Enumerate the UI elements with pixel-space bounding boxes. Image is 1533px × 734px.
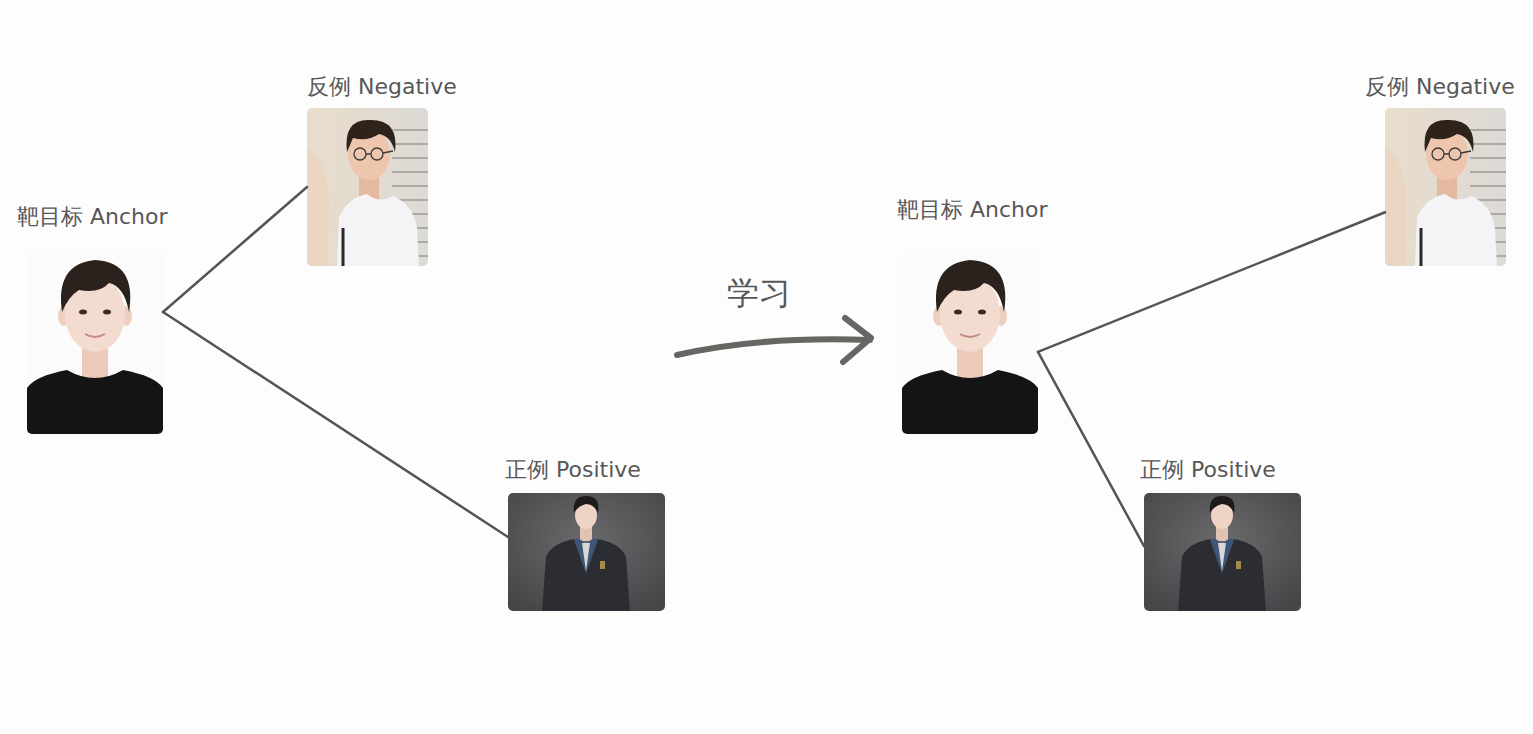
- node-heading: 反例 Negative: [307, 74, 457, 100]
- connector-line: [163, 187, 307, 312]
- photo-node: 正例 Positive: [508, 493, 665, 611]
- negative-photo: [307, 108, 428, 266]
- photo-node: 反例 Negative: [307, 108, 428, 266]
- anchor-photo: [902, 250, 1038, 434]
- node-heading: 正例 Positive: [1140, 457, 1276, 483]
- learning-arrow-head: [843, 318, 871, 362]
- node-heading: 靶目标 Anchor: [17, 204, 168, 230]
- photo-node: 靶目标 Anchor: [902, 250, 1038, 434]
- connector-line: [1038, 212, 1385, 352]
- positive-photo: [1144, 493, 1301, 611]
- connector-line: [1038, 352, 1144, 546]
- positive-photo: [508, 493, 665, 611]
- connector-line: [163, 312, 508, 537]
- node-heading: 正例 Positive: [505, 457, 641, 483]
- learning-arrow: [677, 339, 870, 355]
- step-label: 学习: [727, 274, 791, 312]
- photo-node: 靶目标 Anchor: [27, 250, 163, 434]
- anchor-photo: [27, 250, 163, 434]
- photo-node: 正例 Positive: [1144, 493, 1301, 611]
- node-heading: 反例 Negative: [1365, 74, 1515, 100]
- negative-photo: [1385, 108, 1506, 266]
- node-heading: 靶目标 Anchor: [897, 197, 1048, 223]
- photo-node: 反例 Negative: [1385, 108, 1506, 266]
